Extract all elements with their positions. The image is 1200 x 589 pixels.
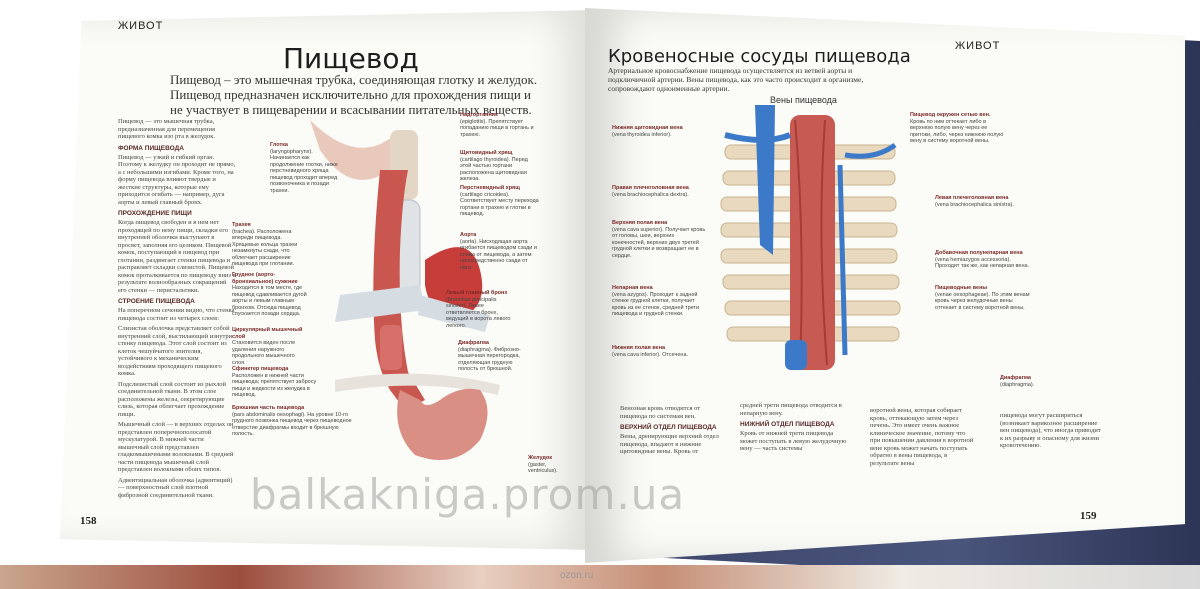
bullet-item: Адвентициальная оболочка (адвентиций) — …	[118, 476, 233, 499]
callout-azygos-vein: Непарная вена(vena azygos). Проходит к з…	[612, 285, 700, 317]
pharynx-shape	[310, 120, 410, 180]
callout-cricoid-cartilage: Перстневидный хрящ(cartilago cricoidea).…	[460, 185, 539, 217]
left-section-tag: ЖИВОТ	[118, 20, 164, 32]
left-page-number: 158	[80, 515, 97, 527]
figure-caption: Вены пищевода	[770, 95, 837, 105]
col4-paragraph: пищевода могут расшириться (возникает ва…	[1000, 412, 1101, 449]
structure-heading: СТРОЕНИЕ ПИЩЕВОДА	[118, 298, 195, 305]
right-text-column-4: пищевода могут расшириться (возникает ва…	[1000, 412, 1105, 453]
callout-right-diaphragm: Диафрагма(diaphragma).	[1000, 375, 1035, 388]
veins-illustration	[720, 105, 901, 370]
stomach-shape	[397, 388, 488, 460]
background-books-strip	[0, 565, 1200, 589]
right-text-column-3: воротной вены, которая собирает кровь, о…	[870, 407, 975, 470]
bullet-item: Мышечный слой — в верхних отделах он пре…	[118, 421, 234, 473]
col2-intro: средней трети пищевода отводится в непар…	[740, 402, 842, 417]
callout-superior-vena-cava: Верхняя полая вена(vena cava superior). …	[612, 220, 706, 259]
bullet-item: Подслизистый слой состоит из рыхлой соед…	[118, 380, 227, 418]
esophagus-illustration	[310, 120, 500, 460]
sphincter-shape	[380, 325, 402, 370]
right-page-title: Кровеносные сосуды пищевода	[608, 46, 911, 67]
callout-accessory-hemiazygos-vein: Добавочная полунепарная вена(vena hemiaz…	[935, 250, 1030, 269]
callout-left-bronchus: Левый главный бронх(bronchus principalis…	[446, 290, 511, 329]
col2-heading: НИЖНИЙ ОТДЕЛ ПИЩЕВОДА	[740, 421, 835, 428]
right-text-column-1: Венозная кровь отводится от пищевода по …	[620, 405, 725, 459]
col1-heading: ВЕРХНИЙ ОТДЕЛ ПИЩЕВОДА	[620, 424, 717, 431]
left-page-title: Пищевод	[283, 42, 419, 75]
shape-paragraph: Пищевод — узкий и гибкий орган. Поэтому …	[118, 153, 236, 206]
corner-watermark: ozon.ru	[560, 570, 594, 581]
shape-heading: ФОРМА ПИЩЕВОДА	[118, 144, 184, 152]
col1-intro: Венозная кровь отводится от пищевода по …	[620, 405, 701, 420]
callout-left-brachiocephalic-vein: Левая плечеголовная вена(vena brachiocep…	[935, 195, 1014, 208]
callout-esophageal-veins: Пищеводные вены(venae oesophageae). По э…	[935, 285, 1030, 311]
callout-venous-network: Пищевод окружен сетью вен.Кровь по ним о…	[910, 112, 1004, 144]
callout-epiglottis: Надгортанник(epiglottis). Препятствует п…	[460, 112, 534, 138]
left-bronchus-shape	[418, 295, 490, 332]
right-lead-paragraph: Артериальное кровоснабжение пищевода осу…	[608, 66, 864, 93]
col2-paragraph: Кровь от нижней трети пищевода может пос…	[740, 430, 847, 452]
left-page	[60, 10, 595, 550]
callout-abdominal-esophagus: Брюшная часть пищевода(pars abdominalis …	[232, 405, 352, 437]
right-section-tag: ЖИВОТ	[955, 40, 1001, 52]
callout-inferior-vena-cava: Нижняя полая вена(vena cava inferior). О…	[612, 345, 689, 358]
bronchi-shape	[335, 285, 425, 322]
callout-right-brachiocephalic-vein: Правая плечеголовная вена(vena brachioce…	[612, 185, 689, 198]
inferior-vena-cava-shape	[785, 340, 807, 370]
passage-paragraph: Когда пищевод свободен и в нем нет прохо…	[118, 219, 236, 294]
right-page-number: 159	[1080, 510, 1097, 522]
col1-paragraph: Вены, дренирующие верхний отдел пищевода…	[620, 433, 719, 455]
callout-stomach: Желудок(gaster, ventriculus).	[528, 455, 558, 474]
left-text-column: Пищевод — это мышечная трубка, предназна…	[118, 118, 236, 502]
diaphragm-shape	[335, 373, 500, 395]
callout-pharynx: Глотка(laryngopharynx). Начинается как п…	[270, 142, 338, 194]
left-lead-paragraph: Пищевод – это мышечная трубка, соединяющ…	[170, 72, 538, 117]
callout-trachea: Трахея(trachea). Расположена впереди пищ…	[232, 222, 298, 267]
structure-paragraph: На поперечном сечении видно, что стенка …	[118, 307, 235, 322]
callout-aorta: Аорта(aorta). Нисходящая аорта огибается…	[460, 232, 537, 271]
callout-inferior-thyroid-vein: Нижняя щитовидная вена(vena thyroidea in…	[612, 125, 683, 138]
col3-paragraph: воротной вены, которая собирает кровь, о…	[870, 407, 974, 467]
bullet-item: Слизистая оболочка представляет собой вн…	[118, 325, 233, 377]
callout-diaphragm: Диафрагма(diaphragma). Фиброзно-мышечная…	[458, 340, 521, 372]
callout-thyroid-cartilage: Щитовидный хрящ(cartilago thyroidea). Пе…	[460, 150, 528, 182]
watermark-text: balkakniga.prom.ua	[250, 470, 686, 519]
intro-paragraph: Пищевод — это мышечная трубка, предназна…	[118, 118, 216, 140]
passage-heading: ПРОХОЖДЕНИЕ ПИЩИ	[118, 210, 192, 217]
right-text-column-2: средней трети пищевода отводится в непар…	[740, 402, 850, 456]
